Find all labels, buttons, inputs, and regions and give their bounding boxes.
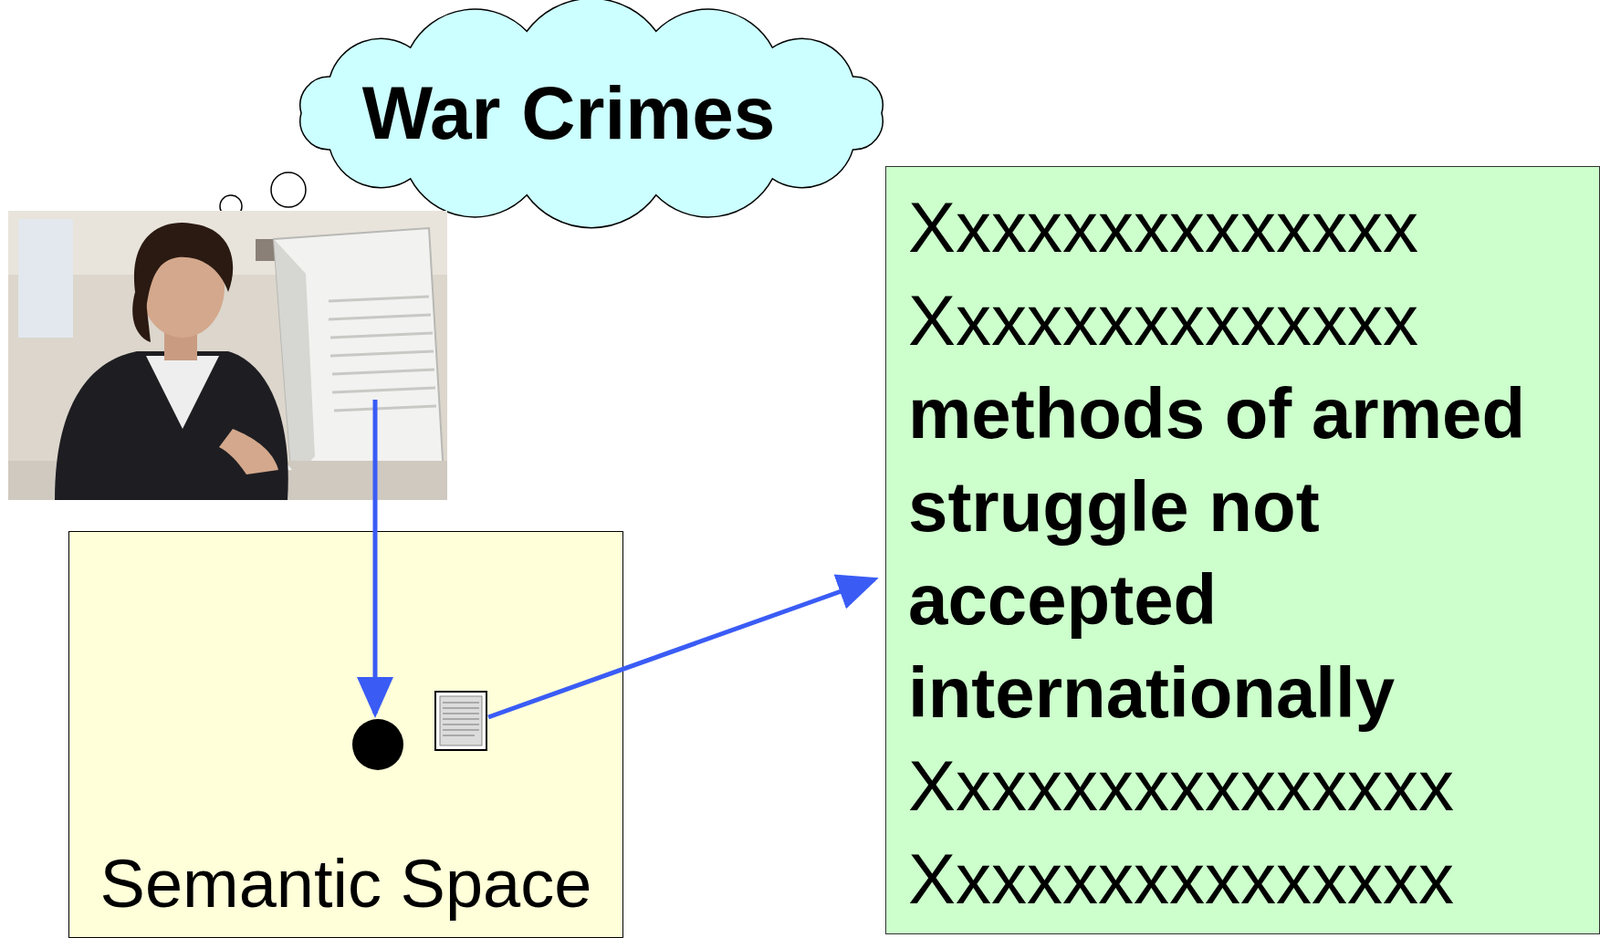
thought-text: War Crimes: [362, 72, 776, 155]
placeholder-text: Xxxxxxxxxxxxxx: [908, 180, 1589, 274]
thought-bubbles: [178, 172, 306, 223]
placeholder-text: Xxxxxxxxxxxxxxx: [908, 739, 1589, 833]
person-photo: [8, 210, 448, 501]
placeholder-text: Xxxxxxxxxxxxxxx: [908, 832, 1589, 926]
space-label: Semantic Space: [69, 845, 623, 923]
cloud-shape: [300, 0, 883, 229]
query-arrow: [373, 399, 378, 714]
semantic-space-box: Semantic Space: [68, 531, 624, 938]
matched-text: methods of armed struggle not accepted i…: [908, 366, 1589, 740]
retrieval-arrow: [488, 579, 875, 718]
document-icon: [435, 691, 487, 751]
placeholder-text: Xxxxxxxxxxxxxx: [908, 273, 1589, 367]
query-point: [352, 719, 404, 771]
thought-cloud: War Crimes: [270, 1, 913, 225]
document-box: XxxxxxxxxxxxxxXxxxxxxxxxxxxxmethods of a…: [885, 166, 1600, 935]
